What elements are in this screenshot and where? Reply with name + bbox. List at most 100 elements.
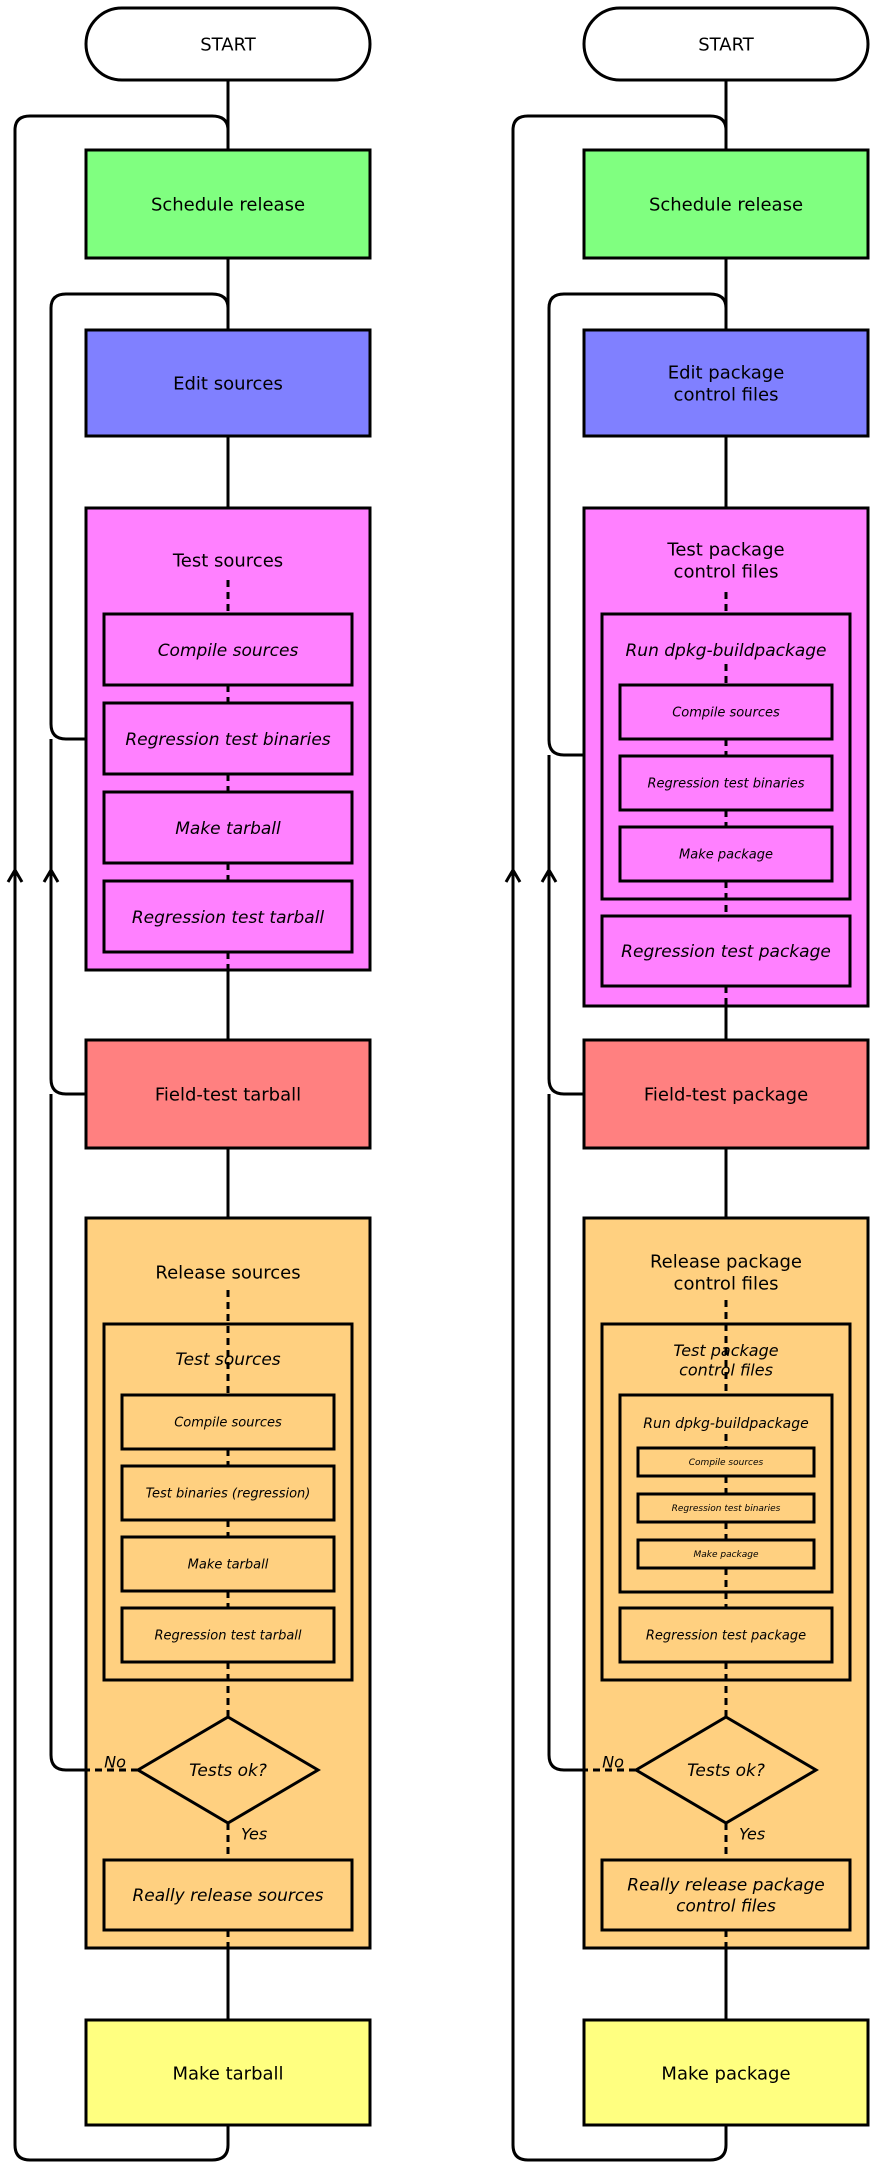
right-test-retry-loop-line: [547, 292, 728, 757]
right-decision-yes-label: Yes: [739, 1825, 765, 1844]
left-make-label: Make tarball: [172, 2063, 283, 2084]
left-edit-label-line: Edit sources: [173, 373, 283, 394]
left-make-label-line: Make tarball: [172, 2063, 283, 2084]
left-edit-label: Edit sources: [173, 373, 283, 394]
left-test-step-label: Make tarball: [175, 819, 281, 839]
left-field-test-box: [84, 1038, 372, 1150]
right-release-build-step-label: Make package: [693, 1550, 759, 1560]
right-build-step-label-line: Compile sources: [672, 706, 780, 721]
right-decision-label: Tests ok?: [687, 1761, 765, 1781]
left-decision-no-label-line: No: [104, 1753, 126, 1772]
left-really-release-box: [102, 1858, 354, 1932]
left-release-inner-step-box: [120, 1606, 336, 1664]
left-test-title-line: Test sources: [172, 550, 283, 571]
right-schedule-release-label: Schedule release: [649, 194, 803, 215]
right-release-inner-last-label-line: Regression test package: [646, 1629, 806, 1644]
left-decision-label: Tests ok?: [189, 1761, 267, 1781]
left-release-inner-step-label: Make tarball: [188, 1558, 269, 1573]
left-release-inner-step-label-line: Test binaries (regression): [146, 1487, 311, 1502]
left-start-label: START: [200, 34, 257, 55]
left-field-retry-loop-line: [49, 739, 86, 1096]
left-release-inner-title-line: Test sources: [175, 1350, 280, 1370]
right-release-inner-last-label: Regression test package: [646, 1629, 806, 1644]
left-start-terminal: [84, 6, 372, 82]
right-build-step-box: [618, 683, 834, 741]
left-release-title: Release sources: [155, 1262, 300, 1283]
right-make-label: Make package: [661, 2063, 790, 2084]
right-release-build-title-line: Run dpkg-buildpackage: [643, 1416, 809, 1432]
right-release-title-line: Release package: [650, 1251, 802, 1272]
right-decision-retry-loop-line: [547, 1094, 584, 1772]
right-make-box: [582, 2018, 870, 2127]
right-inner-loop-arrow-icon: [540, 868, 558, 883]
left-outer-loop-arrow-icon: [6, 868, 24, 883]
right-release-build-step-box: [636, 1492, 816, 1524]
left-release-inner-step-box: [120, 1535, 336, 1593]
right-release-build-title: Run dpkg-buildpackage: [643, 1416, 809, 1432]
right-release-build-step-label-line: Compile sources: [689, 1458, 764, 1468]
left-decision-retry-loop-line: [49, 1094, 86, 1772]
left-decision-label-line: Tests ok?: [189, 1761, 267, 1781]
left-test-retry-loop-line: [49, 292, 230, 741]
right-make-label-line: Make package: [661, 2063, 790, 2084]
left-outer-loop-line: [13, 114, 230, 2162]
left-test-step-label: Regression test tarball: [132, 908, 325, 928]
right-edit-box: [582, 328, 870, 438]
right-start-label: START: [698, 34, 755, 55]
right-really-release-label-line: Really release package: [627, 1876, 824, 1896]
right-test-last-label-line: Regression test package: [621, 942, 831, 962]
right-build-step-label-line: Regression test binaries: [647, 777, 804, 792]
right-schedule-release-label-line: Schedule release: [649, 194, 803, 215]
right-decision-label-line: Tests ok?: [687, 1761, 765, 1781]
right-test-title-line: Test package: [666, 539, 784, 560]
left-test-step-box: [102, 612, 354, 687]
right-field-test-label-line: Field-test package: [644, 1084, 808, 1105]
right-build-step-label: Compile sources: [672, 706, 780, 721]
left-test-step-box: [102, 879, 354, 954]
left-make-box: [84, 2018, 372, 2127]
left-schedule-release-box: [84, 148, 372, 260]
right-decision-no-label-line: No: [602, 1753, 624, 1772]
left-release-inner-step-label: Test binaries (regression): [146, 1487, 311, 1502]
left-release-inner-step-label-line: Compile sources: [174, 1416, 282, 1431]
right-decision-no-label: No: [602, 1753, 624, 1772]
left-start-label-line: START: [200, 34, 257, 55]
right-release-title-line: control files: [674, 1273, 779, 1294]
left-release-inner-step-label-line: Make tarball: [188, 1558, 269, 1573]
right-start-label-line: START: [698, 34, 755, 55]
right-really-release-label-line: control files: [676, 1896, 776, 1916]
left-decision-yes-label: Yes: [241, 1825, 267, 1844]
right-test-last-box: [600, 914, 852, 988]
right-outer-loop-arrow-icon: [504, 868, 522, 883]
left-inner-loop-arrow-icon: [42, 868, 60, 883]
left-field-test-label: Field-test tarball: [155, 1084, 301, 1105]
right-release-build-step-label: Regression test binaries: [672, 1504, 781, 1514]
left-test-step-label: Compile sources: [158, 641, 299, 661]
left-release-inner-title: Test sources: [175, 1350, 280, 1370]
left-test-step-label-line: Regression test binaries: [125, 730, 330, 750]
right-build-step-label: Make package: [679, 848, 773, 863]
left-test-step-label-line: Compile sources: [158, 641, 299, 661]
right-decision-yes-label-line: Yes: [739, 1825, 765, 1844]
left-edit-box: [84, 328, 372, 438]
left-release-inner-step-label: Regression test tarball: [154, 1629, 301, 1644]
right-schedule-release-box: [582, 148, 870, 260]
left-really-release-label: Really release sources: [132, 1886, 323, 1906]
left-decision-yes-label-line: Yes: [241, 1825, 267, 1844]
right-release-build-step-label-line: Regression test binaries: [672, 1504, 781, 1514]
right-outer-loop-line: [511, 114, 728, 2162]
right-build-title: Run dpkg-buildpackage: [626, 641, 827, 661]
left-test-step-box: [102, 701, 354, 776]
right-field-test-box: [582, 1038, 870, 1150]
right-edit-label-line: Edit package: [668, 362, 785, 383]
right-build-title-line: Run dpkg-buildpackage: [626, 641, 827, 661]
left-release-title-line: Release sources: [155, 1262, 300, 1283]
right-build-step-box: [618, 825, 834, 883]
right-release-inner-title-line: control files: [679, 1360, 773, 1379]
